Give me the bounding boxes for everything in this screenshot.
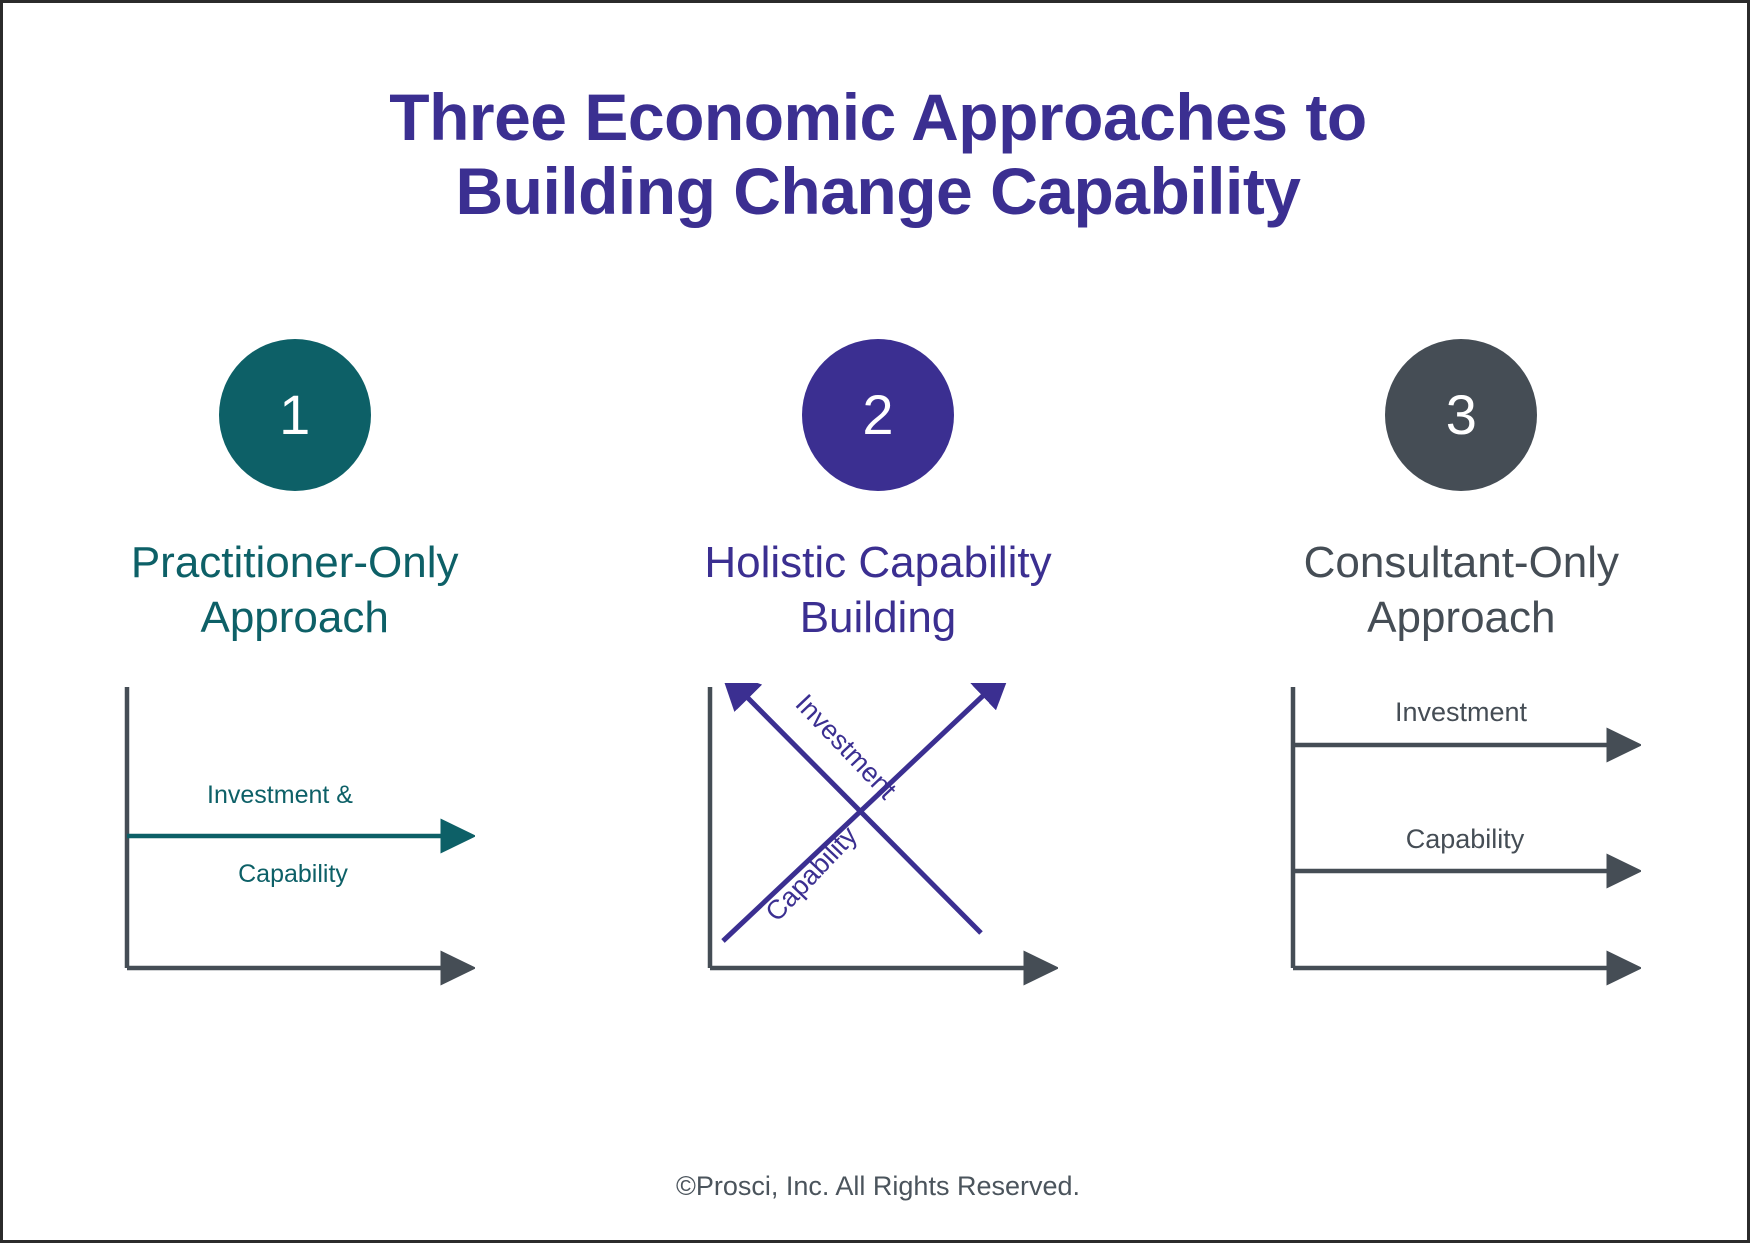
chart-consultant-only: Investment Capability xyxy=(1291,687,1642,986)
approach-heading-3-line-1: Consultant-Only xyxy=(1303,538,1620,587)
approach-column-1: 1 Practitioner-Only Approach xyxy=(3,339,586,645)
step-number-3: 3 xyxy=(1445,383,1477,446)
chart2-label-investment: Investment xyxy=(790,688,903,805)
approach-heading-2: Holistic Capability Building xyxy=(586,535,1169,645)
step-number-badge-1: 1 xyxy=(218,339,371,491)
chart2-series-capability-line xyxy=(721,683,1012,943)
chart-cell-3: Investment Capability xyxy=(1170,683,1747,1003)
page-title-line-1: Three Economic Approaches to xyxy=(389,80,1367,154)
approach-heading-2-line-2: Building xyxy=(799,593,957,642)
chart-cell-1: Investment & Capability xyxy=(3,683,586,1003)
approach-column-2: 2 Holistic Capability Building xyxy=(586,339,1169,645)
approach-charts: Investment & Capability xyxy=(3,683,1747,1003)
step-number-2: 2 xyxy=(862,383,894,446)
approach-heading-2-line-1: Holistic Capability xyxy=(704,538,1052,587)
approach-heading-3: Consultant-Only Approach xyxy=(1170,535,1747,645)
page-title: Three Economic Approaches to Building Ch… xyxy=(3,80,1747,229)
chart3-label-investment: Investment xyxy=(1395,697,1528,727)
approach-heading-1: Practitioner-Only Approach xyxy=(3,535,586,645)
chart-practitioner-only: Investment & Capability xyxy=(124,687,475,986)
chart1-label-capability: Capability xyxy=(238,860,348,888)
chart1-label-investment: Investment & xyxy=(207,781,353,809)
step-number-badge-2: 2 xyxy=(801,339,954,491)
approach-column-3: 3 Consultant-Only Approach xyxy=(1170,339,1747,645)
chart-cell-2: Investment Capability xyxy=(586,683,1169,1003)
approach-heading-1-line-1: Practitioner-Only xyxy=(130,538,459,587)
page-title-line-2: Building Change Capability xyxy=(455,153,1301,228)
chart3-label-capability: Capability xyxy=(1406,824,1525,854)
approach-heading-1-line-2: Approach xyxy=(200,593,389,642)
chart-holistic-capability: Investment Capability xyxy=(707,683,1058,986)
step-number-1: 1 xyxy=(279,383,311,446)
approach-columns: 1 Practitioner-Only Approach 2 Holistic … xyxy=(3,339,1747,645)
chart2-label-capability: Capability xyxy=(760,820,864,927)
step-number-badge-3: 3 xyxy=(1385,339,1538,491)
approach-heading-3-line-2: Approach xyxy=(1367,593,1556,642)
footer-copyright: ©Prosci, Inc. All Rights Reserved. xyxy=(675,1171,1081,1201)
